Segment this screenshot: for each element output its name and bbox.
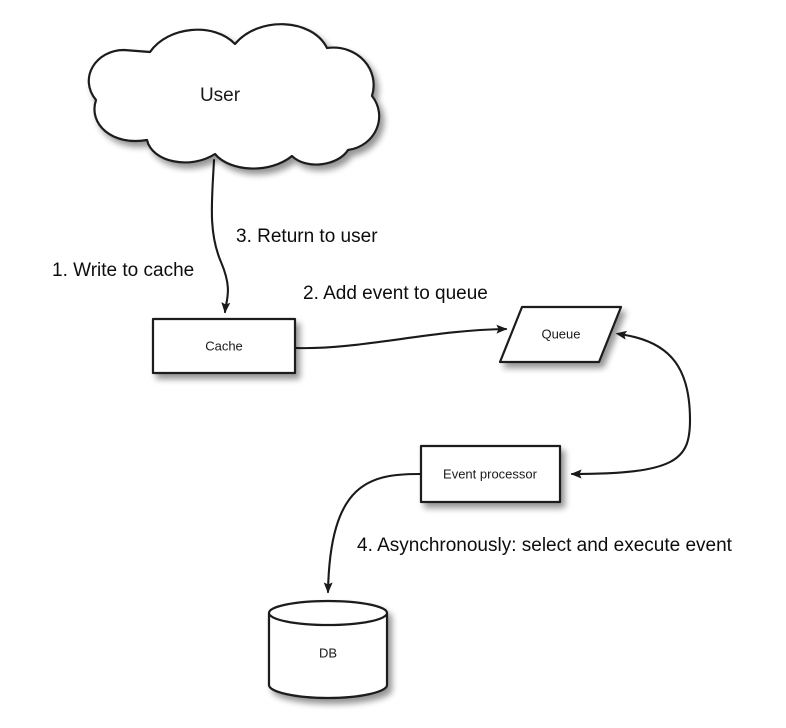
node-db[interactable]: DB	[267, 599, 389, 700]
db-cylinder-body	[267, 611, 389, 700]
node-user-label: User	[200, 85, 241, 106]
step-label-4: 4. Asynchronously: select and execute ev…	[357, 535, 733, 556]
edge-cache-to-queue	[294, 324, 508, 350]
step-label-2: 2. Add event to queue	[303, 283, 488, 304]
queue-parallelogram-shape	[498, 305, 623, 364]
db-cylinder-top	[267, 599, 389, 627]
step-label-1: 1. Write to cache	[52, 260, 194, 281]
edge-queue-event-processor-loop	[570, 330, 692, 479]
node-user[interactable]: User	[87, 23, 381, 170]
edge-event-processor-to-db	[323, 472, 422, 594]
user-cloud-shape	[87, 23, 381, 170]
node-queue[interactable]: Queue	[498, 305, 623, 364]
step-label-3: 3. Return to user	[236, 226, 378, 247]
node-cache-label: Cache	[205, 338, 243, 353]
node-db-label: DB	[319, 645, 337, 660]
event-processor-rect-shape	[419, 444, 562, 504]
node-event-processor[interactable]: Event processor	[419, 444, 562, 504]
node-queue-label: Queue	[541, 326, 580, 341]
cache-rect-shape	[151, 317, 297, 375]
node-cache[interactable]: Cache	[151, 317, 297, 375]
edge-user-to-cache	[210, 158, 231, 314]
node-event-processor-label: Event processor	[443, 466, 538, 481]
